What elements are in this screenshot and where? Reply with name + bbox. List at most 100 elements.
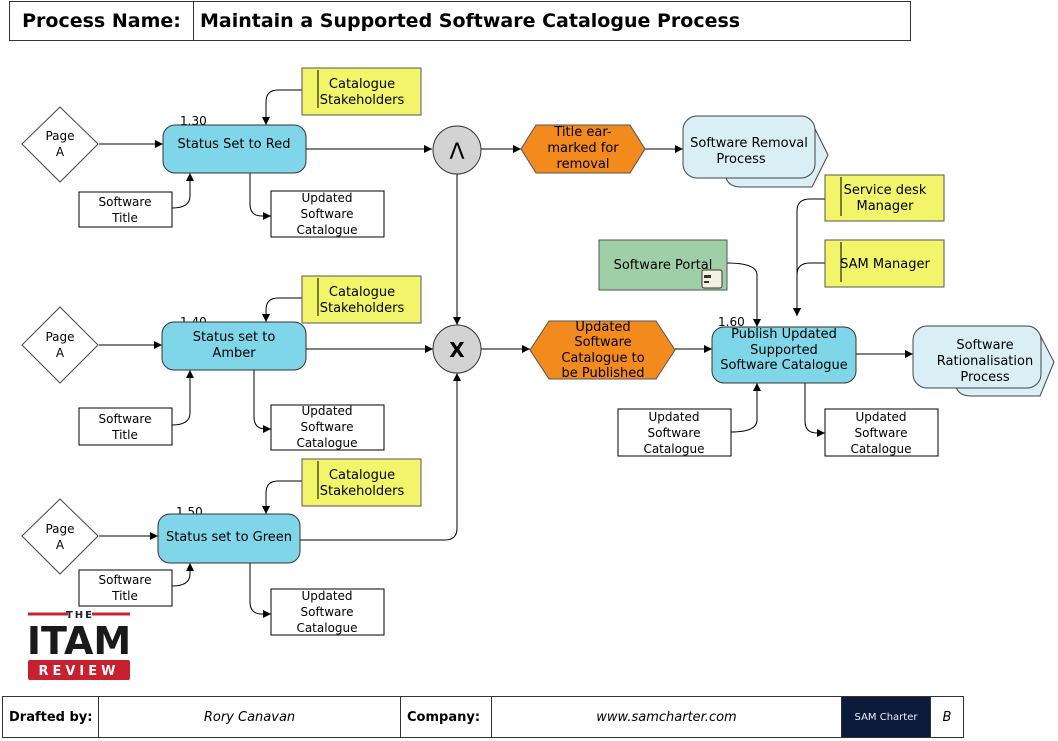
activity-1-60: 1.60 Publish Updated Supported Software … [711,315,857,384]
software-title-2-line2: Title [111,428,138,442]
drafted-by-label: Drafted by: [3,697,99,737]
updated-catalogue-4-line1: Updated [648,410,699,424]
itam-review-logo: THE ITAM REVIEW [27,610,131,680]
activity-1-40-line2: Amber [212,346,256,361]
activity-1-40-line1: Status set to [193,330,276,345]
updated-catalogue-5-line3: Catalogue [850,442,911,456]
role-service-desk-manager: Service desk Manager [824,174,945,222]
company-label: Company: [401,697,492,737]
updated-catalogue-1-line3: Catalogue [296,223,357,237]
activity-1-50: 1.50 Status set to Green [157,505,301,564]
software-title-3-line2: Title [111,589,138,603]
xor-gateway-symbol: X [449,338,465,362]
updated-catalogue-1: Updated Software Catalogue [270,190,385,238]
updated-catalogue-input-160: Updated Software Catalogue [617,408,732,457]
activity-1-30: 1.30 Status Set to Red [162,114,307,174]
computer-icon [701,269,723,289]
updated-catalogue-4-line2: Software [648,426,701,440]
process-removal-line2: Process [716,152,766,167]
stakeholders-2-line2: Stakeholders [320,301,405,316]
stakeholders-1: Catalogue Stakeholders [301,67,422,116]
updated-catalogue-5-line1: Updated [855,410,906,424]
logo-top: THE [66,610,94,621]
page-ref-3-line2: A [56,538,65,552]
system-software-portal: Software Portal [598,239,728,291]
process-name-label: Process Name: [10,2,194,40]
role-service-desk-line1: Service desk [844,183,927,198]
updated-catalogue-2: Updated Software Catalogue [270,404,385,451]
process-removal-line1: Software Removal [690,136,808,151]
process-rationalisation-line2: Rationalisation [937,354,1033,369]
software-title-2-line1: Software [99,412,152,426]
activity-1-30-label: Status Set to Red [178,137,291,152]
updated-catalogue-3: Updated Software Catalogue [270,588,385,636]
activity-1-60-id: 1.60 [718,315,745,329]
page-ref-1: Page A [21,106,99,183]
page-ref-3-line1: Page [45,522,74,536]
role-service-desk-line2: Manager [857,199,915,214]
software-title-2: Software Title [78,407,173,446]
stakeholders-3: Catalogue Stakeholders [301,458,422,507]
activity-1-60-line3: Software Catalogue [720,358,848,373]
activity-1-60-line2: Supported [750,343,818,358]
software-title-3-line1: Software [99,573,152,587]
system-software-portal-label: Software Portal [614,258,713,273]
logo-main: ITAM [27,619,131,663]
page-ref-2-line2: A [56,346,65,360]
updated-catalogue-output-160: Updated Software Catalogue [824,408,939,457]
process-software-removal: Software Removal Process [682,115,829,188]
updated-catalogue-1-line1: Updated [301,191,352,205]
logo-bottom: REVIEW [38,664,119,679]
version-label: B [942,709,952,725]
event-earmarked-line2: marked for [547,141,619,156]
event-title-earmarked: Title ear- marked for removal [520,124,646,174]
process-name-value: Maintain a Supported Software Catalogue … [200,10,741,32]
stakeholders-1-line2: Stakeholders [320,93,405,108]
event-earmarked-line1: Title ear- [553,125,611,140]
event-publish-line1: Updated [575,320,630,335]
updated-catalogue-1-line2: Software [301,207,354,221]
stakeholders-2-line1: Catalogue [329,285,395,300]
updated-catalogue-3-line3: Catalogue [296,621,357,635]
stakeholders-3-line2: Stakeholders [320,484,405,499]
page-ref-1-line2: A [56,145,65,159]
page-ref-1-line1: Page [45,129,74,143]
role-sam-manager: SAM Manager [824,239,945,288]
event-publish-line4: be Published [562,366,645,381]
event-publish-line2: Software [574,335,631,350]
page-ref-2: Page A [21,306,99,384]
sam-charter-logo: SAM Charter [842,697,931,737]
process-name-header: Process Name: Maintain a Supported Softw… [9,1,911,41]
process-software-rationalisation: Software Rationalisation Process [912,325,1055,397]
software-title-3: Software Title [78,569,173,607]
event-catalogue-to-publish: Updated Software Catalogue to be Publish… [529,320,676,381]
activity-1-50-label: Status set to Green [166,530,292,545]
connector-lines [99,89,913,618]
software-title-1-line2: Title [111,211,138,225]
updated-catalogue-5-line2: Software [855,426,908,440]
xor-gateway: X [432,324,482,374]
activity-1-40: 1.40 Status set to Amber [161,315,307,371]
updated-catalogue-2-line3: Catalogue [296,436,357,450]
activity-1-60-line1: Publish Updated [731,327,837,342]
software-title-1: Software Title [78,191,173,228]
process-rationalisation-line1: Software [956,338,1013,353]
updated-catalogue-2-line2: Software [301,420,354,434]
event-publish-line3: Catalogue to [561,351,644,366]
company-value: www.samcharter.com [492,697,842,737]
footer-bar: Drafted by: Rory Canavan Company: www.sa… [2,696,964,738]
stakeholders-3-line1: Catalogue [329,468,395,483]
updated-catalogue-3-line1: Updated [301,589,352,603]
event-earmarked-line3: removal [557,157,610,172]
and-gateway-symbol: Λ [449,140,464,165]
page-ref-2-line1: Page [45,330,74,344]
updated-catalogue-3-line2: Software [301,605,354,619]
software-title-1-line1: Software [99,195,152,209]
drafted-by-value: Rory Canavan [99,697,401,737]
process-rationalisation-line3: Process [960,370,1010,385]
and-gateway: Λ [432,125,482,175]
updated-catalogue-4-line3: Catalogue [643,442,704,456]
stakeholders-1-line1: Catalogue [329,77,395,92]
updated-catalogue-2-line1: Updated [301,404,352,418]
